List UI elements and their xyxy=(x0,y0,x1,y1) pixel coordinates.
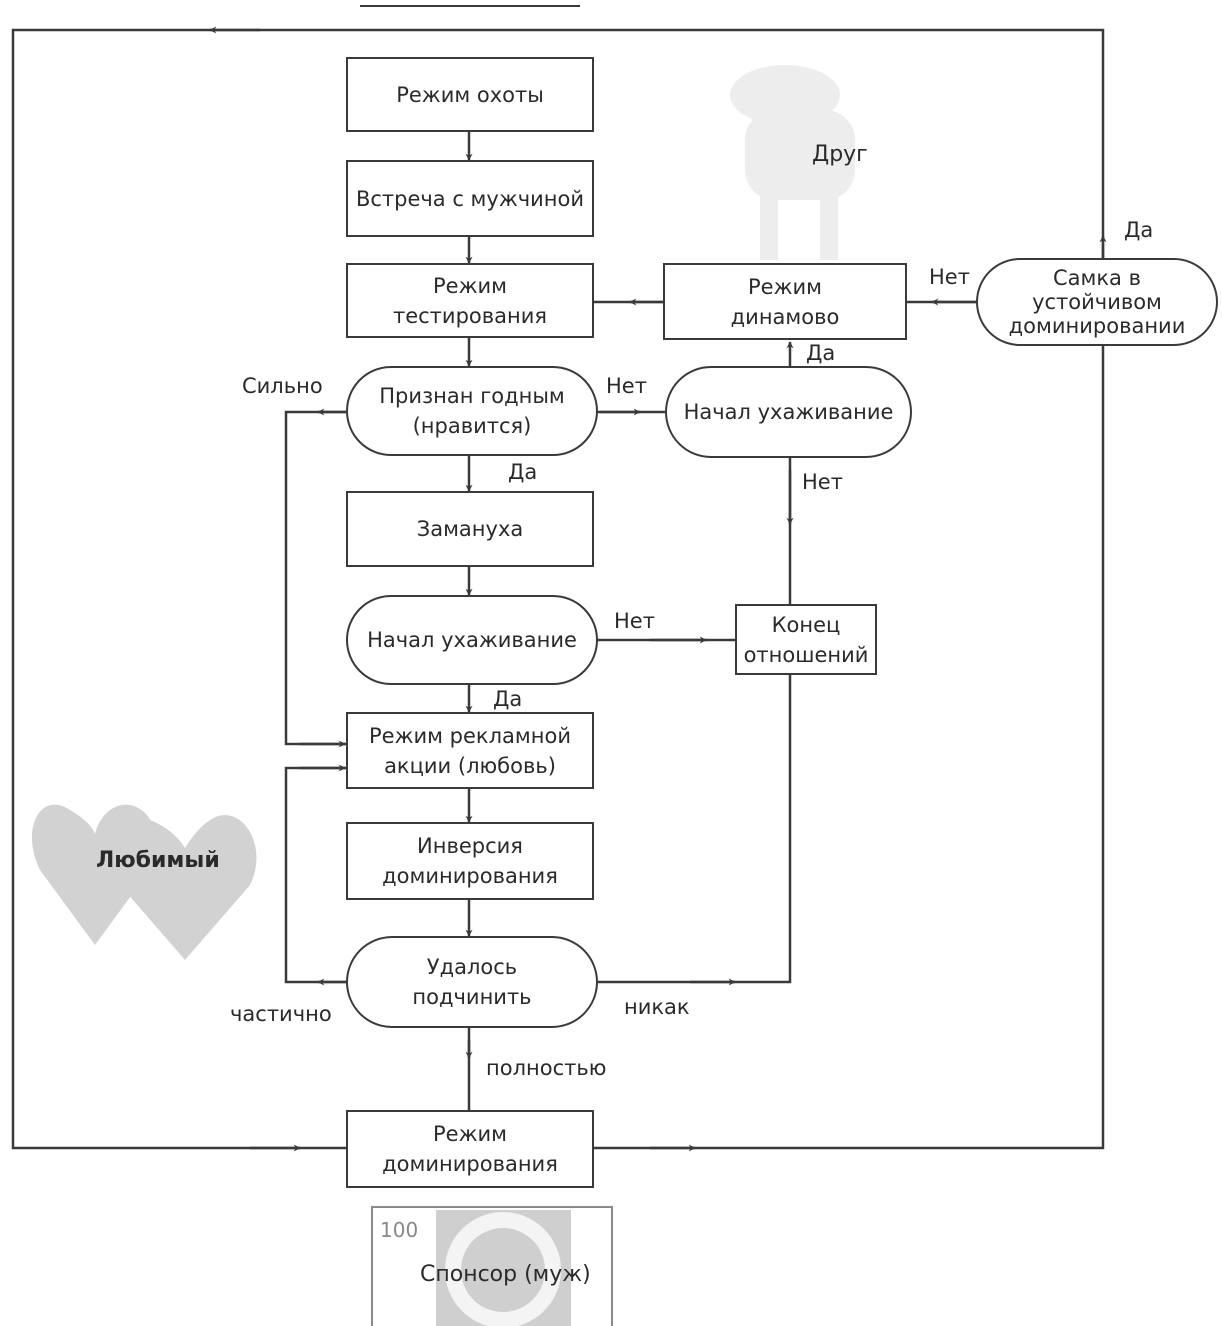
label-female-yes: Да xyxy=(1124,218,1154,242)
label-approved-no: Нет xyxy=(606,374,647,398)
arrow-dominance-to-female xyxy=(594,346,1105,1150)
node-end-relations: Конец отношений xyxy=(735,604,877,675)
node-courtship-center: Начал ухаживание xyxy=(346,595,598,685)
arrow-partially xyxy=(284,766,346,984)
sponsor-badge: 100 xyxy=(380,1218,419,1242)
label-courtship-center-no: Нет xyxy=(614,609,655,633)
arrow-no-way xyxy=(597,675,792,984)
label-fully: полностью xyxy=(486,1056,607,1080)
node-female-dominant: Самка в устойчивом доминировании xyxy=(976,258,1218,346)
node-courtship-right: Начал ухаживание xyxy=(665,366,912,458)
label-dynamo-yes: Да xyxy=(806,341,836,365)
beloved-label: Любимый xyxy=(96,848,220,873)
sponsor-label: Спонсор (муж) xyxy=(420,1262,591,1287)
node-dynamo-mode: Режим динамово xyxy=(663,263,907,340)
label-no-way: никак xyxy=(624,995,690,1019)
label-approved-yes: Да xyxy=(508,460,538,484)
arrow-strongly xyxy=(284,410,346,746)
node-hunt-mode: Режим охоты xyxy=(346,57,594,132)
node-subdued: Удалось подчинить xyxy=(346,936,598,1028)
label-partially: частично xyxy=(230,1002,332,1026)
node-testing-mode: Режим тестирования xyxy=(346,263,594,338)
label-courtship-right-no: Нет xyxy=(802,470,843,494)
friend-silhouette-icon xyxy=(730,65,855,260)
node-meeting: Встреча с мужчиной xyxy=(346,160,594,237)
node-dominance-mode: Режим доминирования xyxy=(346,1110,594,1188)
node-lure: Замануха xyxy=(346,491,594,567)
node-approved: Признан годным (нравится) xyxy=(346,366,598,456)
sponsor-logo-icon xyxy=(371,1206,613,1326)
arrow-female-yes-loop xyxy=(11,28,1105,1150)
label-courtship-center-yes: Да xyxy=(493,687,523,711)
label-female-no: Нет xyxy=(929,265,970,289)
friend-label: Друг xyxy=(812,142,868,167)
hearts-icon xyxy=(31,804,257,960)
label-strongly: Сильно xyxy=(242,374,323,398)
node-dominance-inversion: Инверсия доминирования xyxy=(346,822,594,900)
node-promo-mode: Режим рекламной акции (любовь) xyxy=(346,712,594,789)
